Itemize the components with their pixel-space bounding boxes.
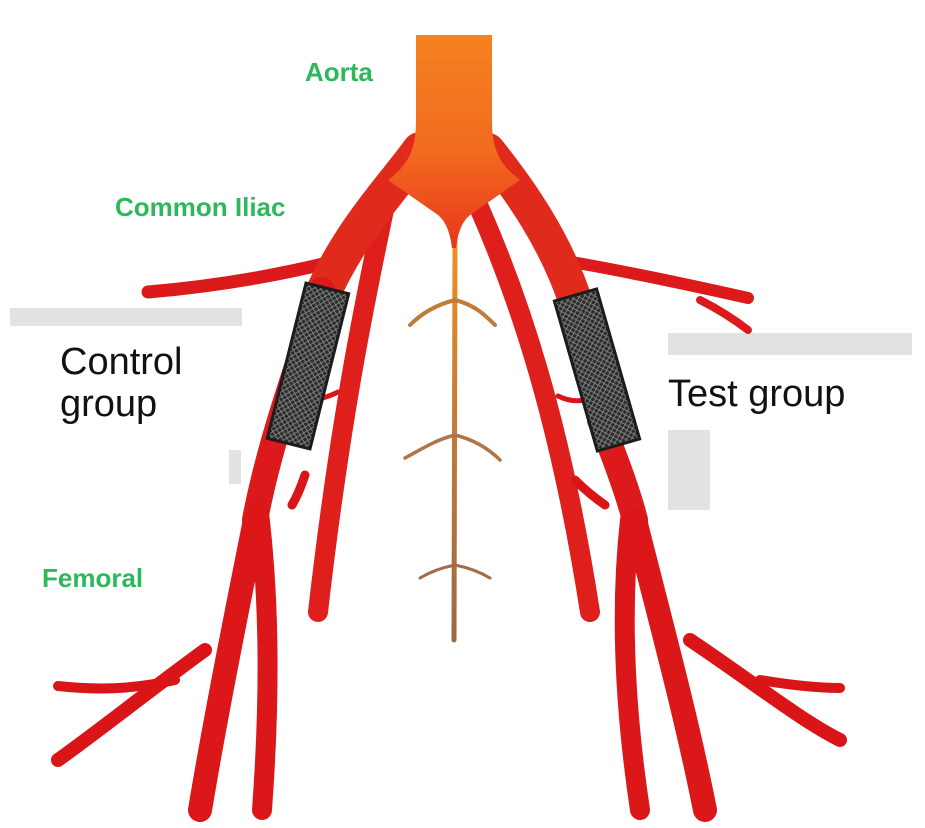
tail-twig-1 — [410, 300, 455, 325]
test-group-label: Test group — [668, 374, 845, 416]
left-distal-branch-2 — [58, 680, 175, 688]
left-profunda — [258, 505, 268, 810]
control-group-line2: group — [60, 384, 183, 426]
tail-twig-3 — [405, 435, 455, 458]
tail-twig-5 — [420, 565, 455, 578]
placeholder-bar-left — [10, 308, 242, 326]
control-group-label: Control group — [60, 342, 183, 426]
left-small-branch — [292, 475, 305, 505]
tail-twig-6 — [455, 565, 490, 578]
right-lateral-tip — [700, 300, 748, 330]
right-femoral — [635, 520, 705, 810]
right-distal-branch-2 — [760, 680, 840, 688]
placeholder-bar-right-block — [668, 430, 710, 510]
tail-twig-4 — [455, 435, 500, 460]
placeholder-bar-right-top — [668, 333, 912, 355]
aorta-label: Aorta — [305, 59, 373, 85]
artery-tree — [58, 150, 840, 810]
stent-right — [554, 289, 639, 451]
placeholder-bar-left-small — [229, 450, 241, 484]
left-distal-branch — [58, 650, 205, 760]
left-femoral — [200, 520, 255, 810]
control-group-line1: Control — [60, 342, 183, 384]
tail-twig-2 — [455, 300, 495, 325]
common-iliac-label: Common Iliac — [115, 194, 285, 220]
femoral-label: Femoral — [42, 565, 143, 591]
